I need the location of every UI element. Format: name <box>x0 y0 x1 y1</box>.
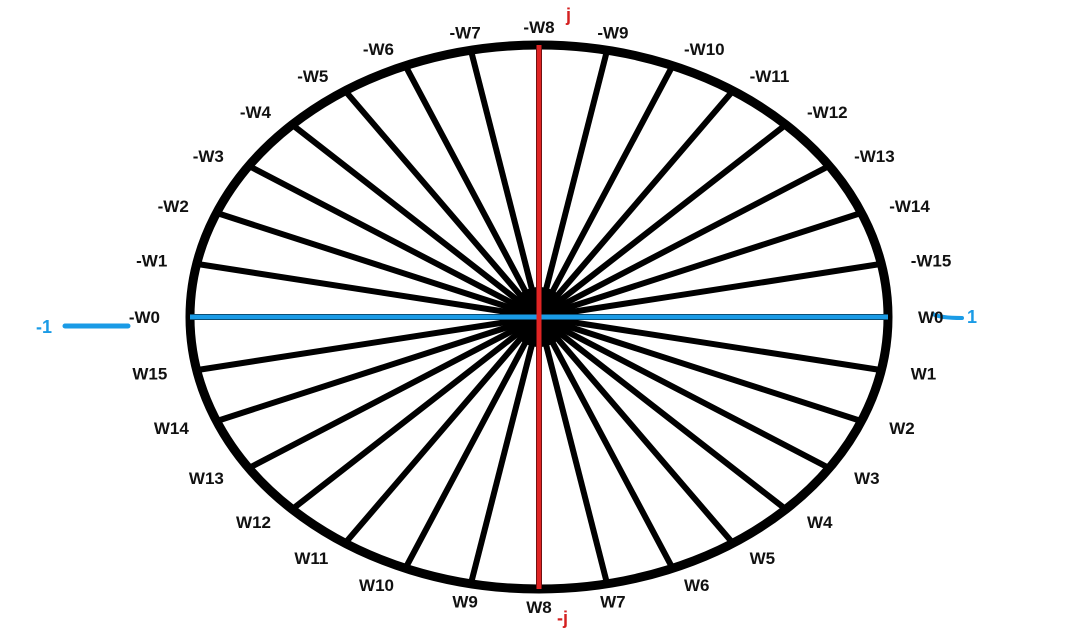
rim-label-neg-w6: -W6 <box>363 40 394 59</box>
spoke-4 <box>537 314 788 512</box>
spoke-19 <box>247 163 541 320</box>
rim-label-w3: W3 <box>854 469 880 488</box>
rim-label-neg-w2: -W2 <box>158 197 189 216</box>
spoke-7 <box>536 316 611 585</box>
axis-label-j: j <box>565 5 571 25</box>
spoke-21 <box>342 88 542 319</box>
axis-label-minus-one: -1 <box>36 317 52 337</box>
rim-label-neg-w12: -W12 <box>807 103 848 122</box>
spoke-2 <box>538 314 863 424</box>
rim-label-w0: W0 <box>918 308 944 327</box>
rim-label-w2: W2 <box>889 419 915 438</box>
rim-label-neg-w7: -W7 <box>450 24 481 43</box>
spoke-10 <box>402 315 542 570</box>
spoke-22 <box>402 64 542 319</box>
rim-label-neg-w5: -W5 <box>297 67 328 86</box>
rim-label-w13: W13 <box>189 469 224 488</box>
rim-label-neg-w13: -W13 <box>854 147 895 166</box>
rim-label-w11: W11 <box>294 549 328 568</box>
rim-label-w10: W10 <box>359 576 394 595</box>
spoke-12 <box>290 314 541 512</box>
rim-label-w6: W6 <box>684 576 710 595</box>
rim-label-w9: W9 <box>452 592 478 611</box>
spoke-13 <box>247 314 541 471</box>
rim-label-neg-w15: -W15 <box>911 251 952 270</box>
spoke-9 <box>467 316 542 585</box>
rim-label-neg-w3: -W3 <box>193 147 224 166</box>
spoke-14 <box>215 314 540 424</box>
spoke-23 <box>467 49 542 318</box>
rim-label-neg-w0: -W0 <box>129 308 160 327</box>
spoke-30 <box>538 210 863 320</box>
axis-label-plus-one: 1 <box>967 307 977 327</box>
rim-label-w15: W15 <box>132 365 167 384</box>
rim-label-neg-w14: -W14 <box>889 197 930 216</box>
rim-label-w14: W14 <box>154 419 190 438</box>
rim-label-neg-w9: -W9 <box>597 24 628 43</box>
rim-label-neg-w8: -W8 <box>523 18 554 37</box>
rim-label-w8: W8 <box>526 598 552 617</box>
rim-label-w4: W4 <box>807 513 833 532</box>
positive-one-marker <box>931 312 964 320</box>
spoke-6 <box>536 315 676 570</box>
spoke-11 <box>342 315 542 546</box>
rim-label-neg-w1: -W1 <box>136 251 167 270</box>
axis-label-minus-j: -j <box>557 608 568 628</box>
spoke-29 <box>537 163 831 320</box>
spoke-17 <box>196 260 540 320</box>
spoke-5 <box>536 315 736 546</box>
rim-label-neg-w4: -W4 <box>240 103 272 122</box>
spoke-25 <box>536 49 611 318</box>
spoke-26 <box>536 64 676 319</box>
rim-label-neg-w10: -W10 <box>684 40 725 59</box>
spoke-1 <box>538 314 882 374</box>
spoke-27 <box>536 88 736 319</box>
spoke-18 <box>215 210 540 320</box>
spoke-3 <box>537 314 831 471</box>
rim-label-neg-w11: -W11 <box>750 67 790 86</box>
spoke-20 <box>290 122 541 320</box>
rim-label-w7: W7 <box>600 592 626 611</box>
spoke-28 <box>537 122 788 320</box>
spoke-31 <box>538 260 882 320</box>
rim-label-w5: W5 <box>750 549 776 568</box>
spoke-15 <box>196 314 540 374</box>
rim-label-w12: W12 <box>236 513 271 532</box>
rim-label-w1: W1 <box>911 365 937 384</box>
labels-group: -W0 -W1 -W2 -W3 -W4 -W5 -W6 -W7 -W8 -W9 -W10 -W11 -W… <box>129 18 951 617</box>
